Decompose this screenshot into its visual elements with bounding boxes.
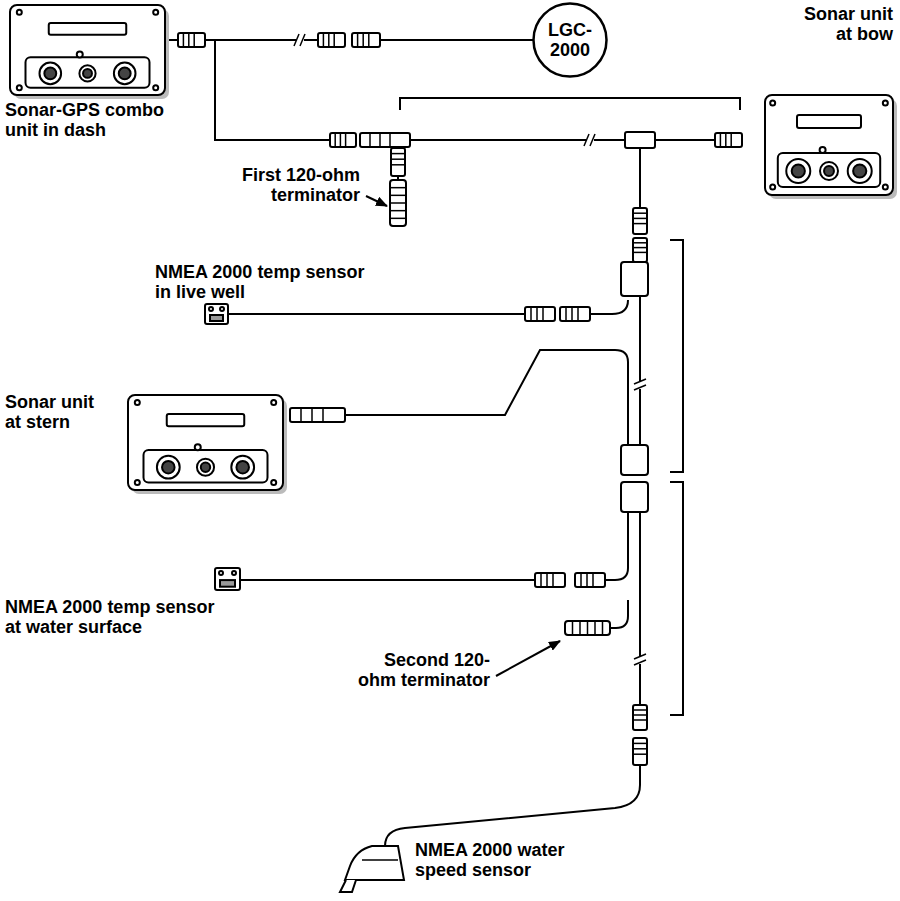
device-label: NMEA 2000 water speed sensor	[415, 840, 580, 880]
speed-sensor	[340, 846, 404, 892]
leader-arrow	[366, 196, 560, 676]
cable-connector	[715, 133, 742, 147]
cable-connector	[633, 705, 647, 730]
device-circle: LGC-2000	[532, 2, 608, 78]
terminator	[565, 621, 610, 635]
temp-sensor	[215, 568, 240, 590]
cable	[605, 512, 628, 580]
tee-connector	[621, 262, 648, 296]
cable-connector	[525, 307, 555, 321]
break-mark	[584, 134, 595, 146]
cable-connector	[633, 208, 647, 234]
cable-connector	[330, 133, 356, 147]
cable-connector	[318, 33, 345, 47]
sonar-unit	[128, 395, 287, 494]
cable-connector	[352, 33, 380, 47]
cable	[345, 350, 628, 445]
cable	[410, 139, 715, 141]
circle-shape	[534, 4, 607, 77]
callout-label: Second 120-ohm terminator	[350, 650, 490, 690]
device-label: NMEA 2000 temp sensor at water surface	[5, 597, 227, 637]
bracket	[400, 98, 740, 715]
cable-connector	[633, 738, 647, 765]
break-mark	[294, 34, 305, 46]
tee-connector	[621, 482, 648, 512]
cable-connector	[360, 133, 410, 147]
node-text: LGC-2000	[547, 20, 594, 60]
cable	[380, 39, 534, 41]
device-label: NMEA 2000 temp sensor in live well	[155, 262, 377, 302]
callout-label: First 120-ohm terminator	[230, 165, 360, 205]
device-label: Sonar unit at bow	[793, 4, 893, 44]
cable	[639, 290, 641, 445]
cable	[240, 579, 535, 581]
break-mark	[634, 654, 646, 665]
cable-connector	[178, 33, 205, 47]
tee-connector	[621, 445, 648, 475]
cable	[639, 512, 641, 705]
terminator	[390, 180, 406, 226]
sonar-unit	[10, 5, 169, 99]
cable-connector	[575, 573, 605, 587]
device-label: Sonar-GPS combo unit in dash	[5, 100, 175, 140]
cable-connector	[290, 408, 345, 422]
cable	[215, 40, 330, 140]
cable	[228, 313, 525, 315]
sonar-unit	[765, 95, 897, 199]
cable	[590, 300, 628, 314]
cable-connector	[535, 573, 565, 587]
cable-connector	[633, 238, 647, 262]
device-label: Sonar unit at stern	[5, 392, 105, 432]
break-mark	[634, 379, 646, 390]
tee-connector	[625, 132, 655, 148]
cable-connector	[391, 148, 405, 176]
cable	[385, 765, 640, 846]
cable	[610, 600, 628, 628]
temp-sensor	[205, 304, 228, 324]
cable-connector	[560, 307, 590, 321]
